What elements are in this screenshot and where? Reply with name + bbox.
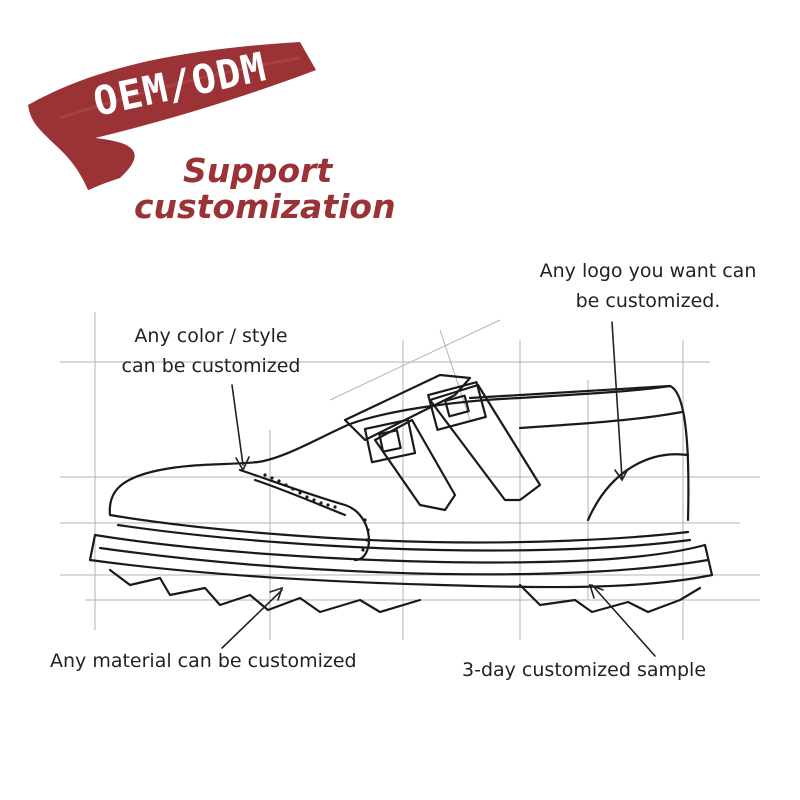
callout-logo-line-1: Any logo you want can (539, 260, 757, 282)
brush-stroke-texture (59, 56, 301, 120)
callout-material: Any material can be customized (50, 650, 357, 672)
arrow-color (231, 384, 244, 466)
callout-color-line-1: Any color / style (134, 325, 288, 347)
callout-logo: Any logo you want can be customized. (520, 256, 776, 316)
arrow-sample (591, 584, 656, 657)
arrow-material (221, 589, 283, 649)
brogue-perforations (263, 473, 370, 552)
arrow-logo (611, 321, 623, 479)
callout-color-style: Any color / style can be customized (100, 321, 322, 381)
headline-line-2: customization (134, 187, 396, 226)
callout-arrows (221, 321, 656, 657)
callout-color-line-2: can be customized (121, 355, 301, 377)
callout-sample: 3-day customized sample (462, 659, 707, 681)
headline-line-1: Support (183, 151, 333, 190)
brush-stroke-banner (28, 42, 316, 190)
shoe-outline (88, 373, 714, 614)
callout-logo-line-2: be customized. (575, 290, 721, 312)
